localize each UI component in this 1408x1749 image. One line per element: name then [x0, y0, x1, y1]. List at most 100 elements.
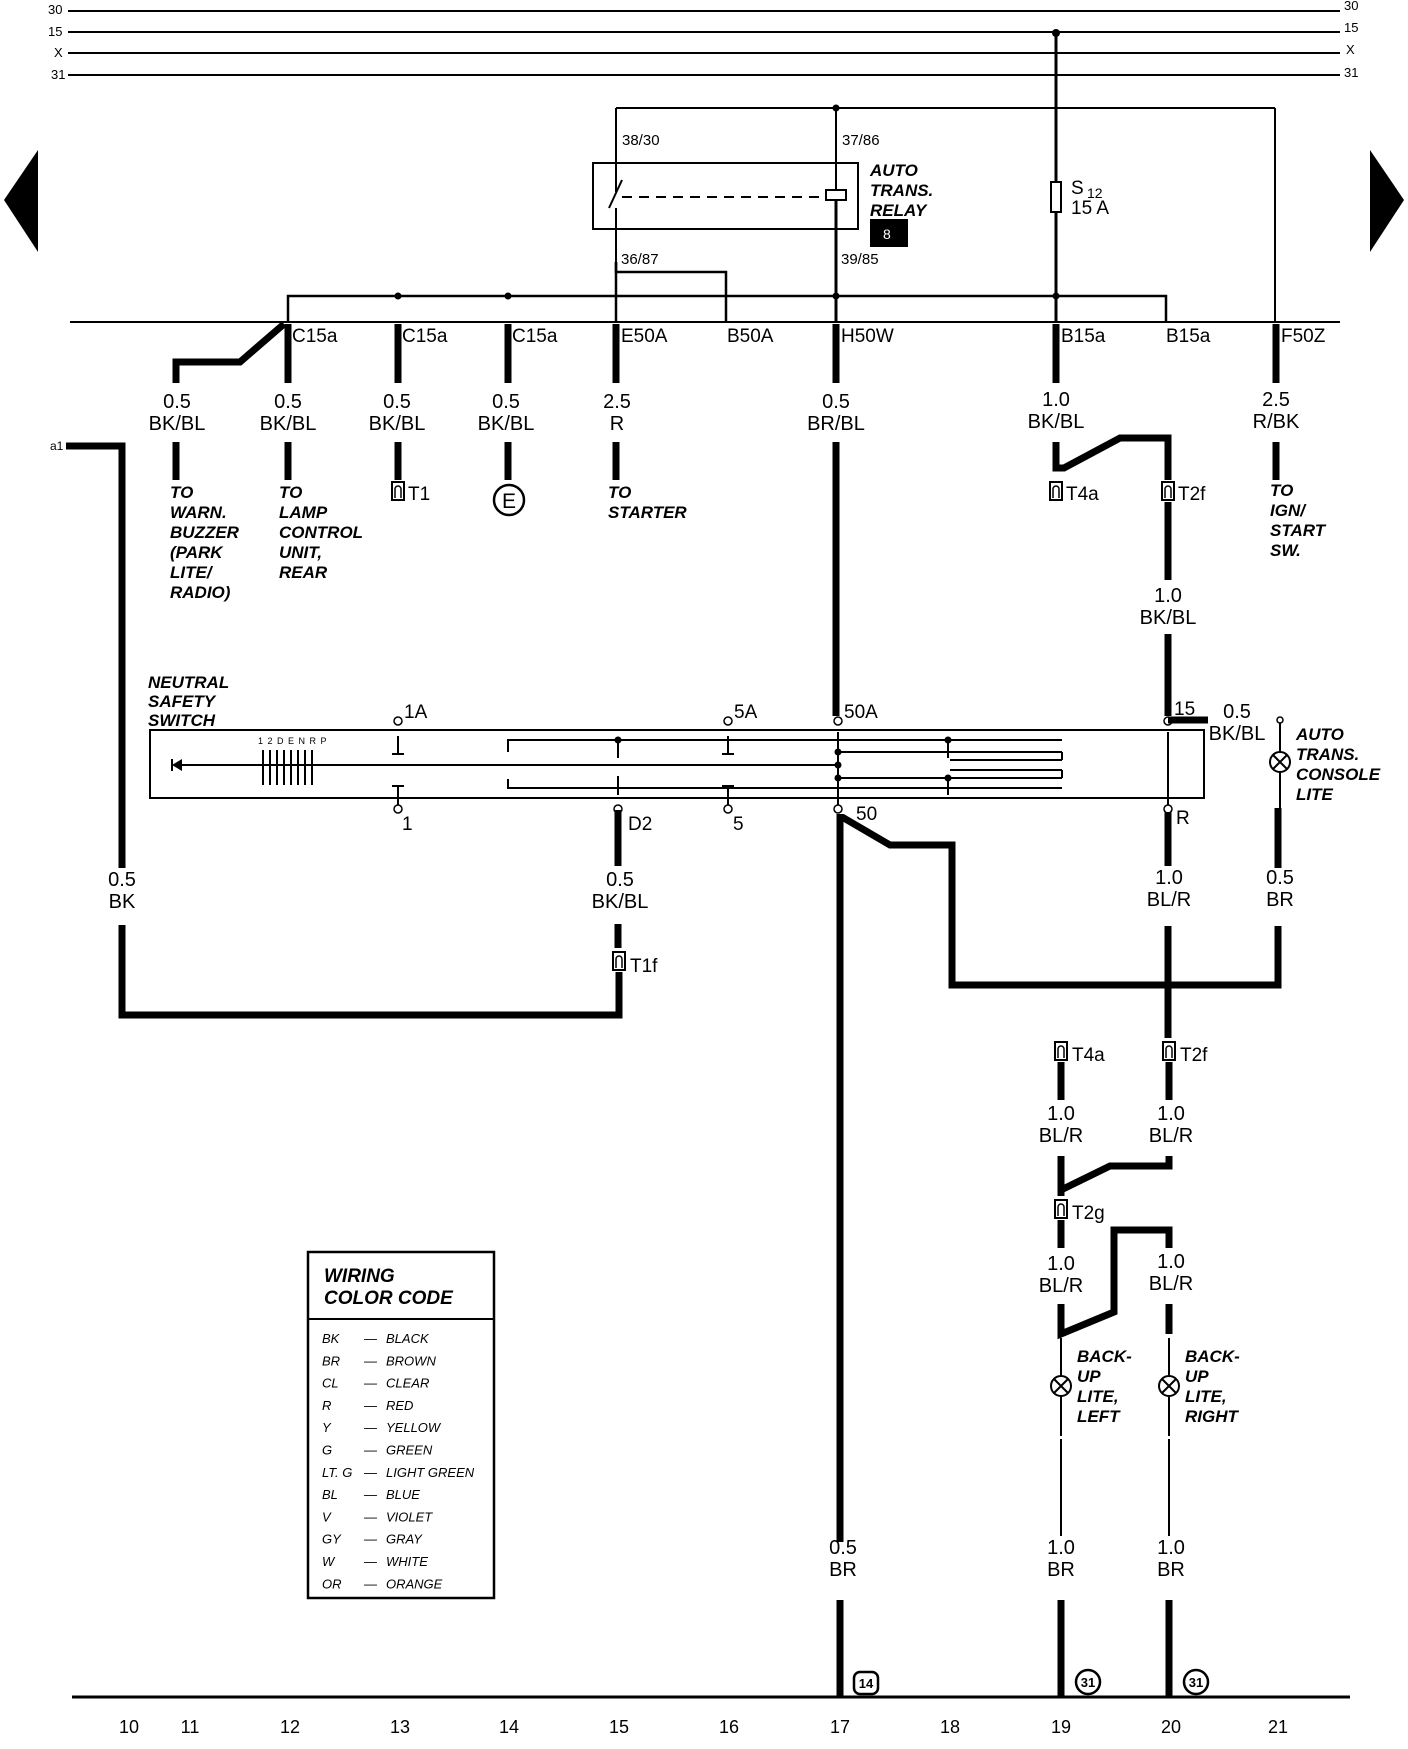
next-page-arrow-icon[interactable]	[1370, 150, 1404, 252]
legend-code: LT. G	[322, 1465, 352, 1480]
dest-warn-6: RADIO)	[170, 583, 231, 602]
dest-ign-1: TO	[1270, 481, 1293, 500]
relay-pin-38-30: 38/30	[622, 132, 660, 149]
nss-pin-50a: 50A	[844, 702, 878, 723]
relay-pin-36-87: 36/87	[621, 251, 659, 268]
ground-wire-2-color: BR	[1157, 1559, 1185, 1581]
backup-lite-left: BACK- UP LITE, LEFT	[1050, 1338, 1132, 1436]
conn-h50w: H50W	[841, 326, 894, 347]
terminal-t4a-label: T4a	[1066, 484, 1099, 505]
nss-pin-1a: 1A	[404, 702, 428, 723]
prev-page-arrow-icon[interactable]	[4, 150, 38, 252]
bus-31-right: 31	[1344, 65, 1358, 80]
console-name-2: TRANS.	[1296, 745, 1359, 764]
wire-bk-color: BK	[109, 891, 136, 913]
relay-name-3: RELAY	[870, 201, 928, 220]
conn-b15a-1: B15a	[1061, 326, 1106, 347]
wire-r-color: BL/R	[1147, 889, 1191, 911]
nss-pin-d2: D2	[628, 814, 652, 835]
legend-rows: BK—BLACKBR—BROWNCL—CLEARR—REDY—YELLOWG—G…	[322, 1331, 475, 1591]
fuse-id: S	[1071, 178, 1084, 199]
legend-dash: —	[363, 1376, 378, 1391]
wire-bk-left	[66, 442, 623, 1019]
terminal-t2g-label: T2g	[1072, 1203, 1105, 1224]
backup-left-4: LEFT	[1077, 1407, 1121, 1426]
wire-t2f-gauge: 1.0	[1154, 585, 1182, 607]
bus-30-right: 30	[1344, 0, 1358, 13]
axis-21: 21	[1268, 1717, 1288, 1737]
terminal-t4a-lower-icon	[1054, 1041, 1068, 1061]
nss-pin-1: 1	[402, 814, 413, 835]
terminal-t1-label: T1	[408, 484, 430, 505]
dest-lamp-4: UNIT,	[279, 543, 322, 562]
backup-lite-right: BACK- UP LITE, RIGHT	[1158, 1338, 1240, 1436]
relay-name-2: TRANS.	[870, 181, 933, 200]
bus-lines	[68, 10, 1340, 76]
lower-wire-2-gauge: 1.0	[1047, 1253, 1075, 1275]
fuse-rating: 15 A	[1071, 198, 1109, 219]
terminal-t1f-icon	[612, 951, 626, 971]
legend-code: V	[322, 1509, 332, 1524]
terminal-t2f-label: T2f	[1178, 484, 1206, 505]
fuse-sub: 12	[1087, 185, 1103, 201]
ground-wire-0-gauge: 0.5	[829, 1537, 857, 1559]
ground-wire-2-gauge: 1.0	[1157, 1537, 1185, 1559]
legend-dash: —	[363, 1509, 378, 1524]
backup-right-4: RIGHT	[1185, 1407, 1240, 1426]
conn-b50a: B50A	[727, 326, 774, 347]
legend-dash: —	[363, 1576, 378, 1591]
terminals-top: T1 E T4a T2f	[391, 481, 1206, 517]
legend-name: RED	[386, 1398, 413, 1413]
nss-pin-15: 15	[1174, 699, 1195, 720]
legend-dash: —	[363, 1353, 378, 1368]
bus-x-right: X	[1346, 42, 1355, 57]
backup-right-lamp-icon	[1158, 1375, 1180, 1397]
legend-code: G	[322, 1443, 332, 1458]
ground-wire-0-color: BR	[829, 1559, 857, 1581]
conn-c15a-1: C15a	[292, 326, 338, 347]
nss-pin-5: 5	[733, 814, 744, 835]
lower-wire-1-color: BL/R	[1149, 1125, 1193, 1147]
legend-code: Y	[322, 1420, 332, 1435]
wiring-color-legend: WIRING COLOR CODE BK—BLACKBR—BROWNCL—CLE…	[306, 1250, 496, 1600]
dest-lamp-2: LAMP	[279, 503, 328, 522]
legend-name: GRAY	[386, 1532, 423, 1547]
wire-1-gauge: 0.5	[274, 391, 302, 413]
legend-name: BLACK	[386, 1331, 430, 1346]
bus-31-left: 31	[51, 67, 65, 82]
conn-e50a: E50A	[621, 326, 668, 347]
console-down-color: BR	[1266, 889, 1294, 911]
console-name-4: LITE	[1296, 785, 1333, 804]
legend-dash: —	[363, 1420, 378, 1435]
ground-e-icon	[492, 483, 526, 517]
dest-ign-2: IGN/	[1270, 501, 1307, 520]
console-wire-color: BK/BL	[1209, 723, 1266, 745]
nss-name-2: SAFETY	[148, 692, 217, 711]
console-down-gauge: 0.5	[1266, 867, 1294, 889]
lower-wire-3-gauge: 1.0	[1157, 1251, 1185, 1273]
nss-pin-50: 50	[856, 804, 877, 825]
dest-lamp-1: TO	[279, 483, 302, 502]
dest-lamp-5: REAR	[279, 563, 328, 582]
console-name-3: CONSOLE	[1296, 765, 1381, 784]
axis-19: 19	[1051, 1717, 1071, 1737]
dest-warn-1: TO	[170, 483, 193, 502]
bus-labels-left: 30 15 X 31	[48, 2, 65, 82]
lower-wire-2-color: BL/R	[1039, 1275, 1083, 1297]
terminal-t4a-lower-label: T4a	[1072, 1045, 1105, 1066]
lower-wire-1-gauge: 1.0	[1157, 1103, 1185, 1125]
axis-10: 10	[119, 1717, 139, 1737]
dest-warn-4: (PARK	[170, 543, 224, 562]
ground-wire-labels: 0.5 BR 1.0 BR 1.0 BR	[829, 1537, 1185, 1581]
backup-left-1: BACK-	[1077, 1347, 1132, 1366]
lower-wire-0-color: BL/R	[1039, 1125, 1083, 1147]
fuse-s12: S 12 15 A	[1050, 29, 1109, 322]
terminal-t1-icon	[391, 481, 405, 501]
legend-dash: —	[363, 1465, 378, 1480]
legend-code: OR	[322, 1576, 342, 1591]
conn-b15a-2: B15a	[1166, 326, 1211, 347]
legend-dash: —	[363, 1554, 378, 1569]
wire-6-gauge: 1.0	[1042, 389, 1070, 411]
